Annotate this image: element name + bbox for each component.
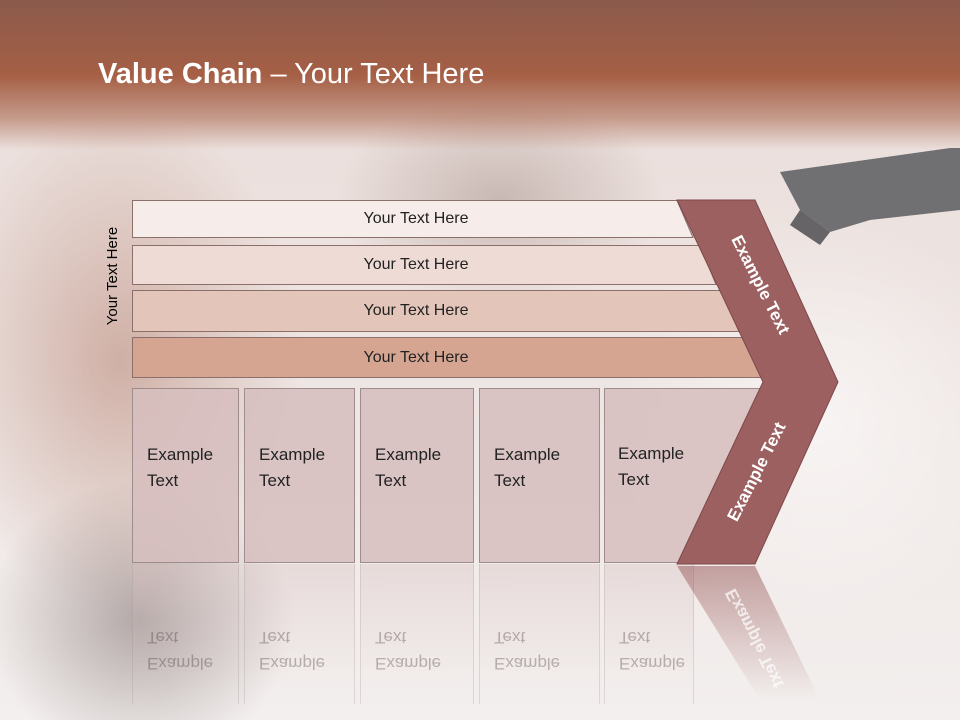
cell-reflection: Example Text: [479, 564, 600, 704]
slide-title: Value Chain – Your Text Here: [98, 56, 798, 96]
support-bar-label: Your Text Here: [363, 256, 469, 273]
title-bold: Value Chain: [98, 58, 263, 90]
primary-cell: Example Text: [604, 388, 764, 563]
primary-cell: Example Text: [479, 388, 600, 563]
support-bar: Your Text Here: [132, 245, 717, 285]
primary-cell: Example Text: [132, 388, 239, 563]
primary-cell-label: Example Text: [494, 445, 561, 490]
cell-reflection: Example Text: [604, 564, 694, 704]
primary-cell-label: Example Text: [259, 445, 326, 490]
primary-cell-label: Example Text: [618, 444, 685, 489]
primary-cell: Example Text: [244, 388, 355, 563]
header-band: [0, 0, 960, 150]
cell-reflection: Example Text: [360, 564, 474, 704]
support-bar: Your Text Here: [132, 200, 694, 238]
side-label: Your Text Here: [104, 226, 121, 326]
support-bar: Your Text Here: [132, 290, 740, 332]
primary-cell: Example Text: [360, 388, 474, 563]
support-bar-label: Your Text Here: [363, 349, 469, 366]
hair-dryer-graphic: [780, 148, 960, 245]
cell-reflection: Example Text: [244, 564, 355, 704]
support-bar: Your Text Here: [132, 337, 764, 378]
title-rest: – Your Text Here: [262, 58, 485, 90]
cell-reflection: Example Text: [132, 564, 239, 704]
primary-cell-label: Example Text: [147, 445, 214, 490]
primary-cell-label: Example Text: [375, 445, 442, 490]
support-bar-label: Your Text Here: [363, 210, 469, 227]
support-bar-label: Your Text Here: [363, 302, 469, 319]
